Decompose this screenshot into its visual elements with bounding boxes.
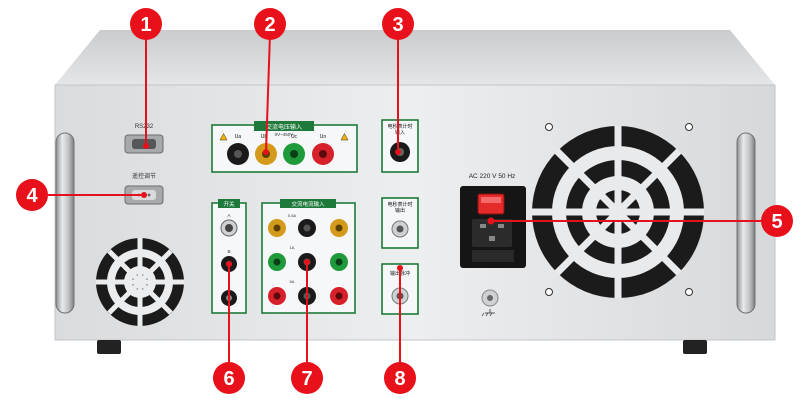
callout-badge-5: 5 [761, 205, 793, 237]
callout-badge-6: 6 [213, 362, 245, 394]
ground-icon [481, 309, 495, 317]
callout-anchors [141, 143, 495, 271]
foot-left [97, 340, 121, 354]
svg-text:6: 6 [223, 368, 234, 390]
callout-badge-7: 7 [291, 362, 323, 394]
ground-terminal[interactable] [481, 289, 499, 307]
warning-icon [340, 132, 349, 141]
screw [545, 288, 553, 296]
un-label: Un [320, 134, 327, 140]
jack-uc[interactable] [283, 143, 305, 165]
callout-badge-3: 3 [382, 8, 414, 40]
screw [685, 288, 693, 296]
svg-text:3: 3 [392, 14, 403, 36]
chassis-top [55, 30, 775, 85]
svg-text:8: 8 [394, 368, 405, 390]
callout-badge-4: 4 [16, 179, 48, 211]
ac-voltage-title: 交流电压输入 [266, 123, 302, 131]
jack-ic-5a[interactable] [330, 287, 348, 305]
switch-terminal-a[interactable] [220, 219, 238, 237]
power-inlet-module [460, 186, 526, 268]
power-switch-icon[interactable] [477, 193, 505, 215]
remote-label: 遥控调节 [132, 172, 156, 180]
jack-ia-5a[interactable] [268, 287, 286, 305]
ub-label: Ub [261, 134, 268, 140]
svg-text:2: 2 [264, 14, 275, 36]
jack-un[interactable] [312, 143, 334, 165]
timer-output-jack[interactable] [391, 220, 409, 238]
svg-text:7: 7 [301, 368, 312, 390]
jack-ib-05a[interactable] [298, 219, 316, 237]
jack-ua[interactable] [227, 143, 249, 165]
jack-ia-1a[interactable] [268, 253, 286, 271]
handle-left[interactable] [55, 132, 75, 314]
power-rating-label: AC 220 V 50 Hz [469, 173, 516, 180]
timer-input-sub: 输入 [395, 129, 405, 136]
current-1a-label: 1A [290, 245, 295, 250]
uc-label: Uc [291, 134, 298, 140]
screw [685, 123, 693, 131]
current-05a-label: 0.5A [288, 213, 297, 218]
handle-right[interactable] [736, 132, 756, 314]
ac-voltage-range: 0V~450V [275, 132, 294, 137]
callout-badge-1: 1 [130, 8, 162, 40]
jack-ic-05a[interactable] [330, 219, 348, 237]
jack-ia-05a[interactable] [268, 219, 286, 237]
callout-badge-8: 8 [384, 362, 416, 394]
svg-text:4: 4 [26, 185, 38, 207]
ac-current-title: 交流电流输入 [291, 200, 325, 208]
timer-output-label: 电秒表计时 [387, 201, 412, 208]
timer-output-panel: 电秒表计时 输出 [381, 197, 419, 249]
current-5a-label: 5A [290, 279, 295, 284]
screw [545, 123, 553, 131]
timer-output-sub: 输出 [395, 207, 405, 214]
callout-leaders [48, 33, 762, 366]
switch-label: 开关 [223, 200, 235, 208]
ua-label: Ua [235, 134, 242, 140]
warning-icon [219, 132, 228, 141]
svg-text:1: 1 [140, 14, 151, 36]
fan-grille-icon [532, 126, 704, 298]
rs232-label: RS232 [135, 124, 154, 130]
svg-text:5: 5 [771, 211, 782, 233]
fan-grille-icon [96, 238, 184, 326]
callout-badge-2: 2 [254, 8, 286, 40]
foot-right [683, 340, 707, 354]
timer-input-label: 电秒表计时 [387, 123, 412, 130]
switch-b-label: B [227, 249, 230, 254]
switch-a-label: A [227, 213, 230, 218]
jack-ic-1a[interactable] [330, 253, 348, 271]
